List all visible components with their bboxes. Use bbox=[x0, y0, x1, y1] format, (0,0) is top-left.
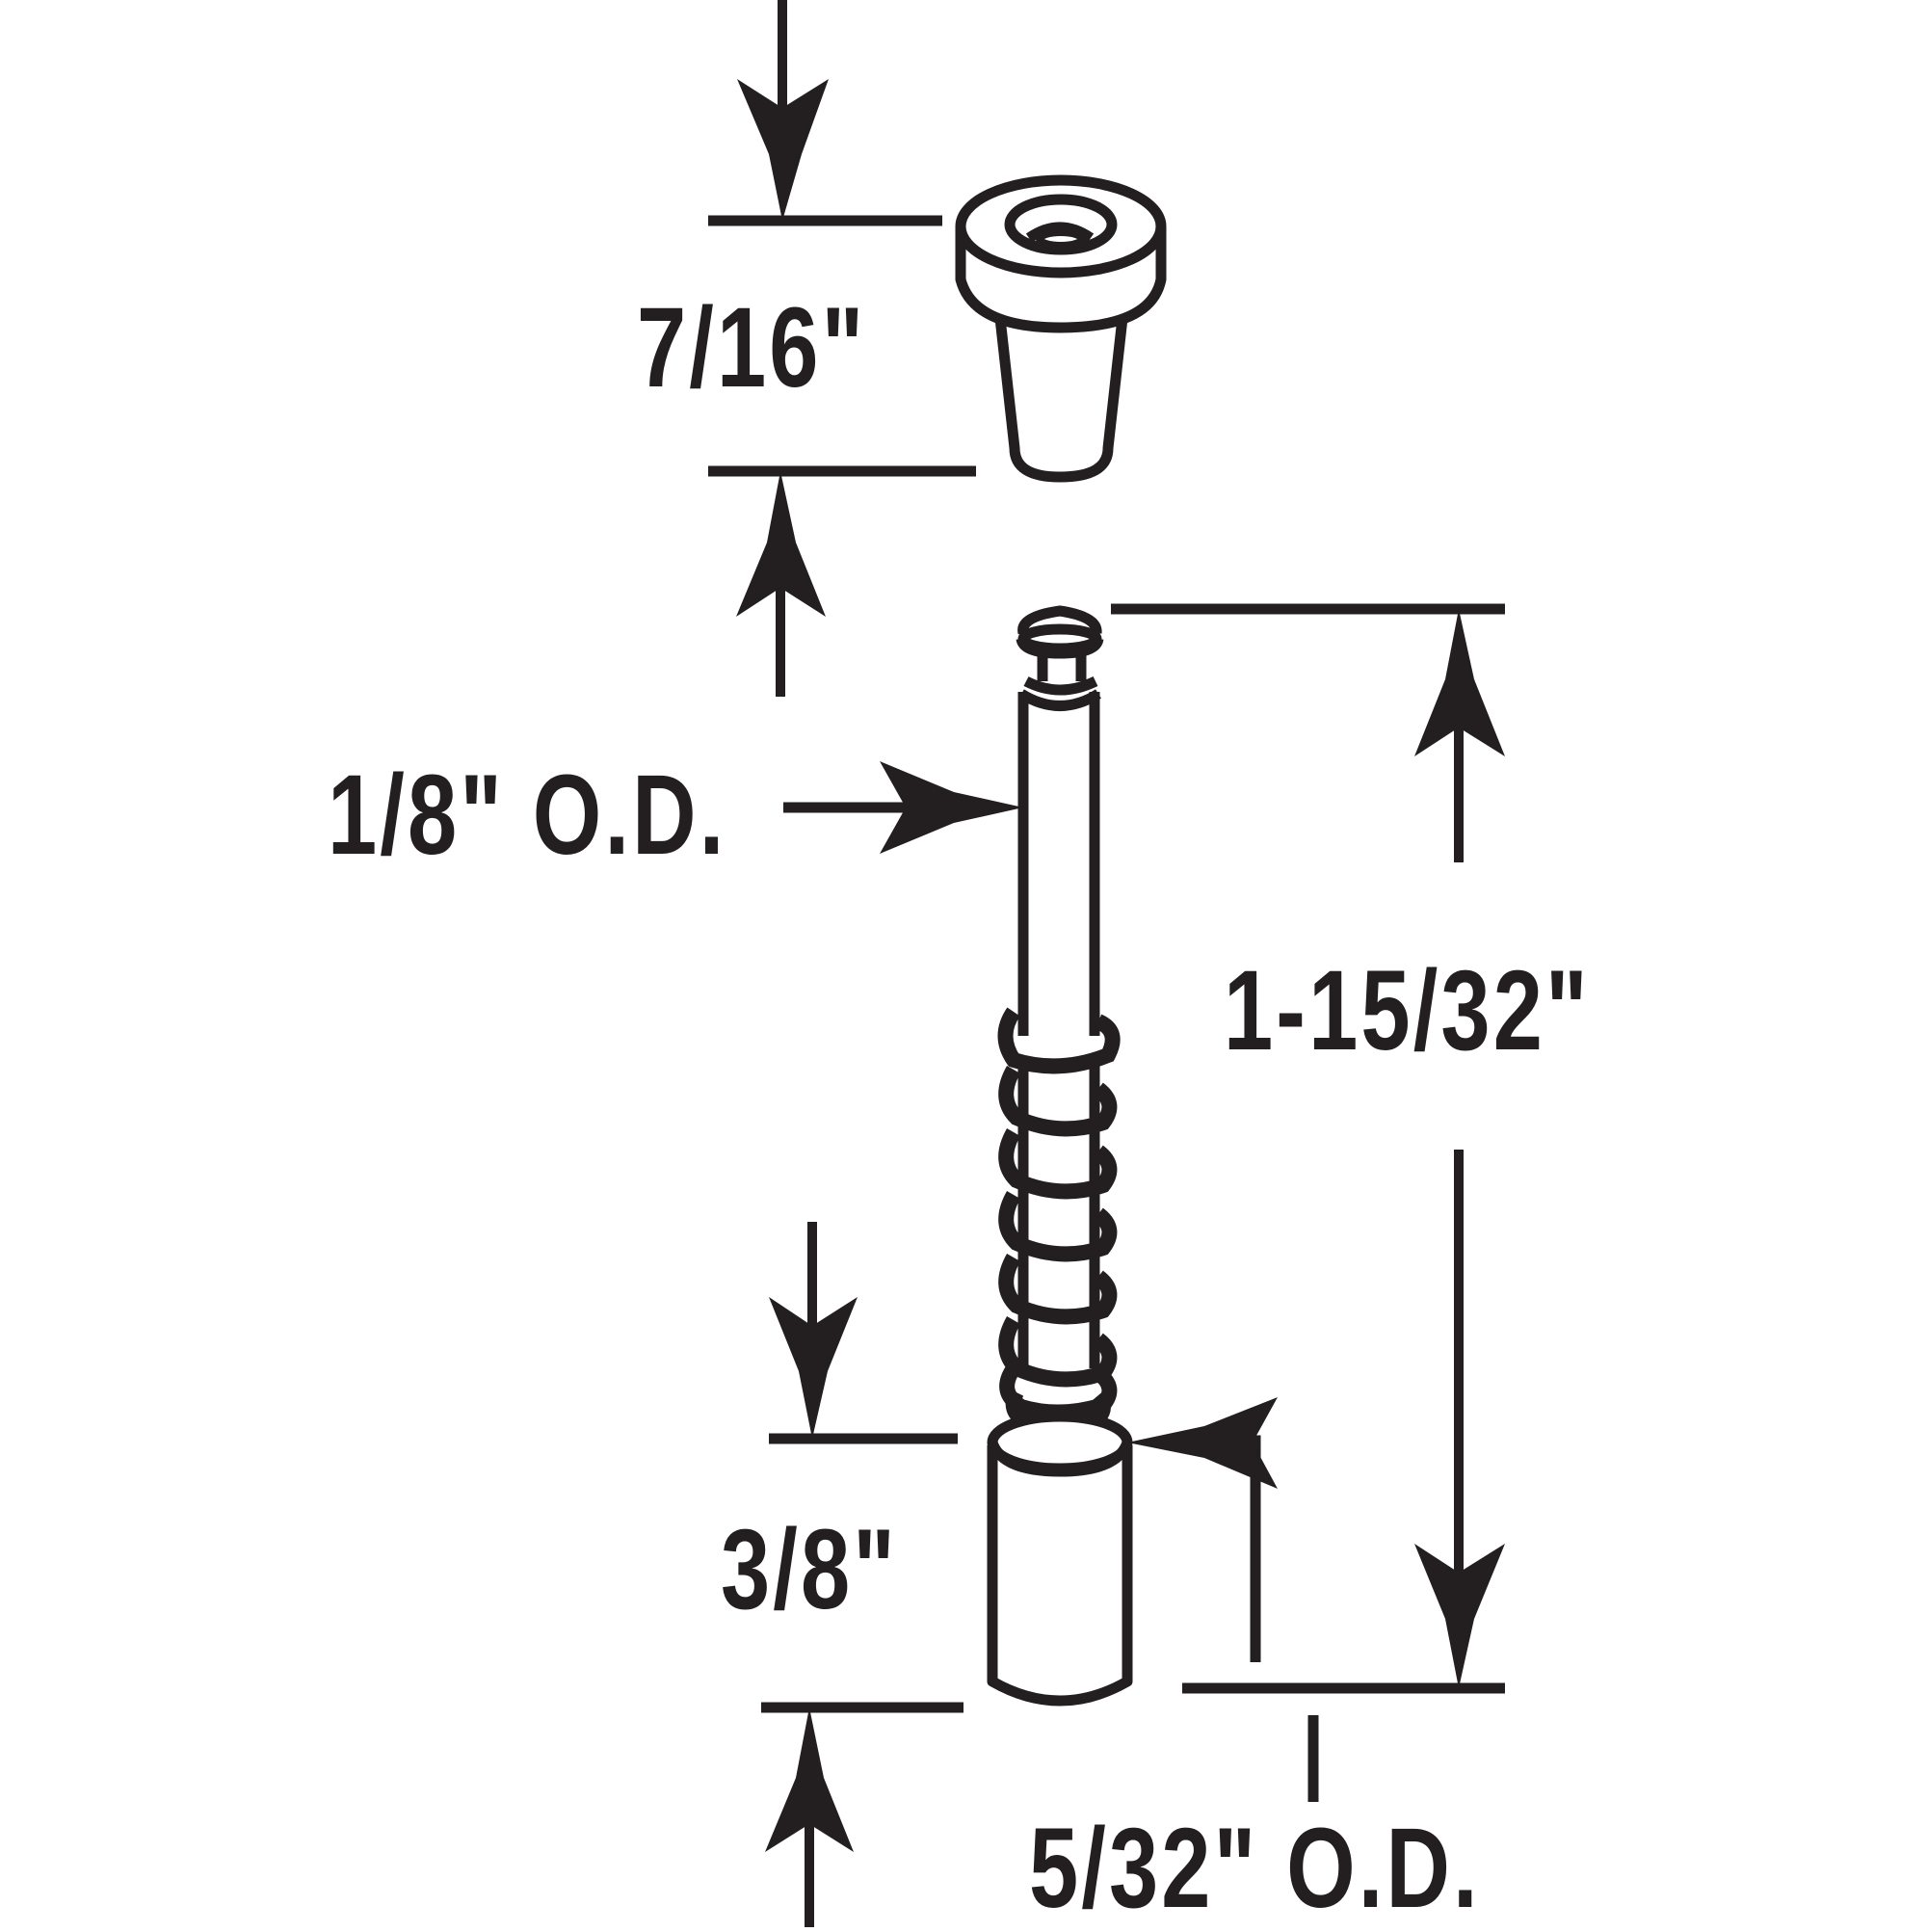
sleeve-od-label: 5/32" O.D. bbox=[1029, 1805, 1481, 1932]
sleeve-od-dimension bbox=[1127, 1397, 1319, 1802]
overall-length-label: 1-15/32" bbox=[1224, 947, 1591, 1074]
arrow-up-icon bbox=[1414, 609, 1505, 756]
arrow-left-icon bbox=[1127, 1397, 1278, 1489]
arrow-down-icon bbox=[769, 1297, 858, 1439]
sleeve-part bbox=[987, 1411, 1133, 1707]
cap-height-label: 7/16" bbox=[637, 284, 867, 411]
pin-part bbox=[1016, 605, 1104, 1036]
spring-part bbox=[997, 1007, 1121, 1434]
arrow-down-icon bbox=[1414, 1544, 1505, 1688]
pin-od-label: 1/8" O.D. bbox=[328, 752, 727, 879]
sleeve-height-dimension bbox=[761, 1222, 964, 1927]
arrow-up-icon bbox=[736, 471, 826, 617]
overall-length-dimension bbox=[1111, 603, 1505, 1694]
arrow-right-icon bbox=[880, 761, 1023, 854]
cap-part bbox=[955, 174, 1167, 483]
pin-od-dimension bbox=[783, 761, 1023, 854]
arrow-down-icon bbox=[737, 79, 829, 221]
sleeve-height-label: 3/8" bbox=[721, 1506, 899, 1633]
cap-height-dimension bbox=[708, 0, 976, 697]
arrow-up-icon bbox=[765, 1707, 854, 1852]
